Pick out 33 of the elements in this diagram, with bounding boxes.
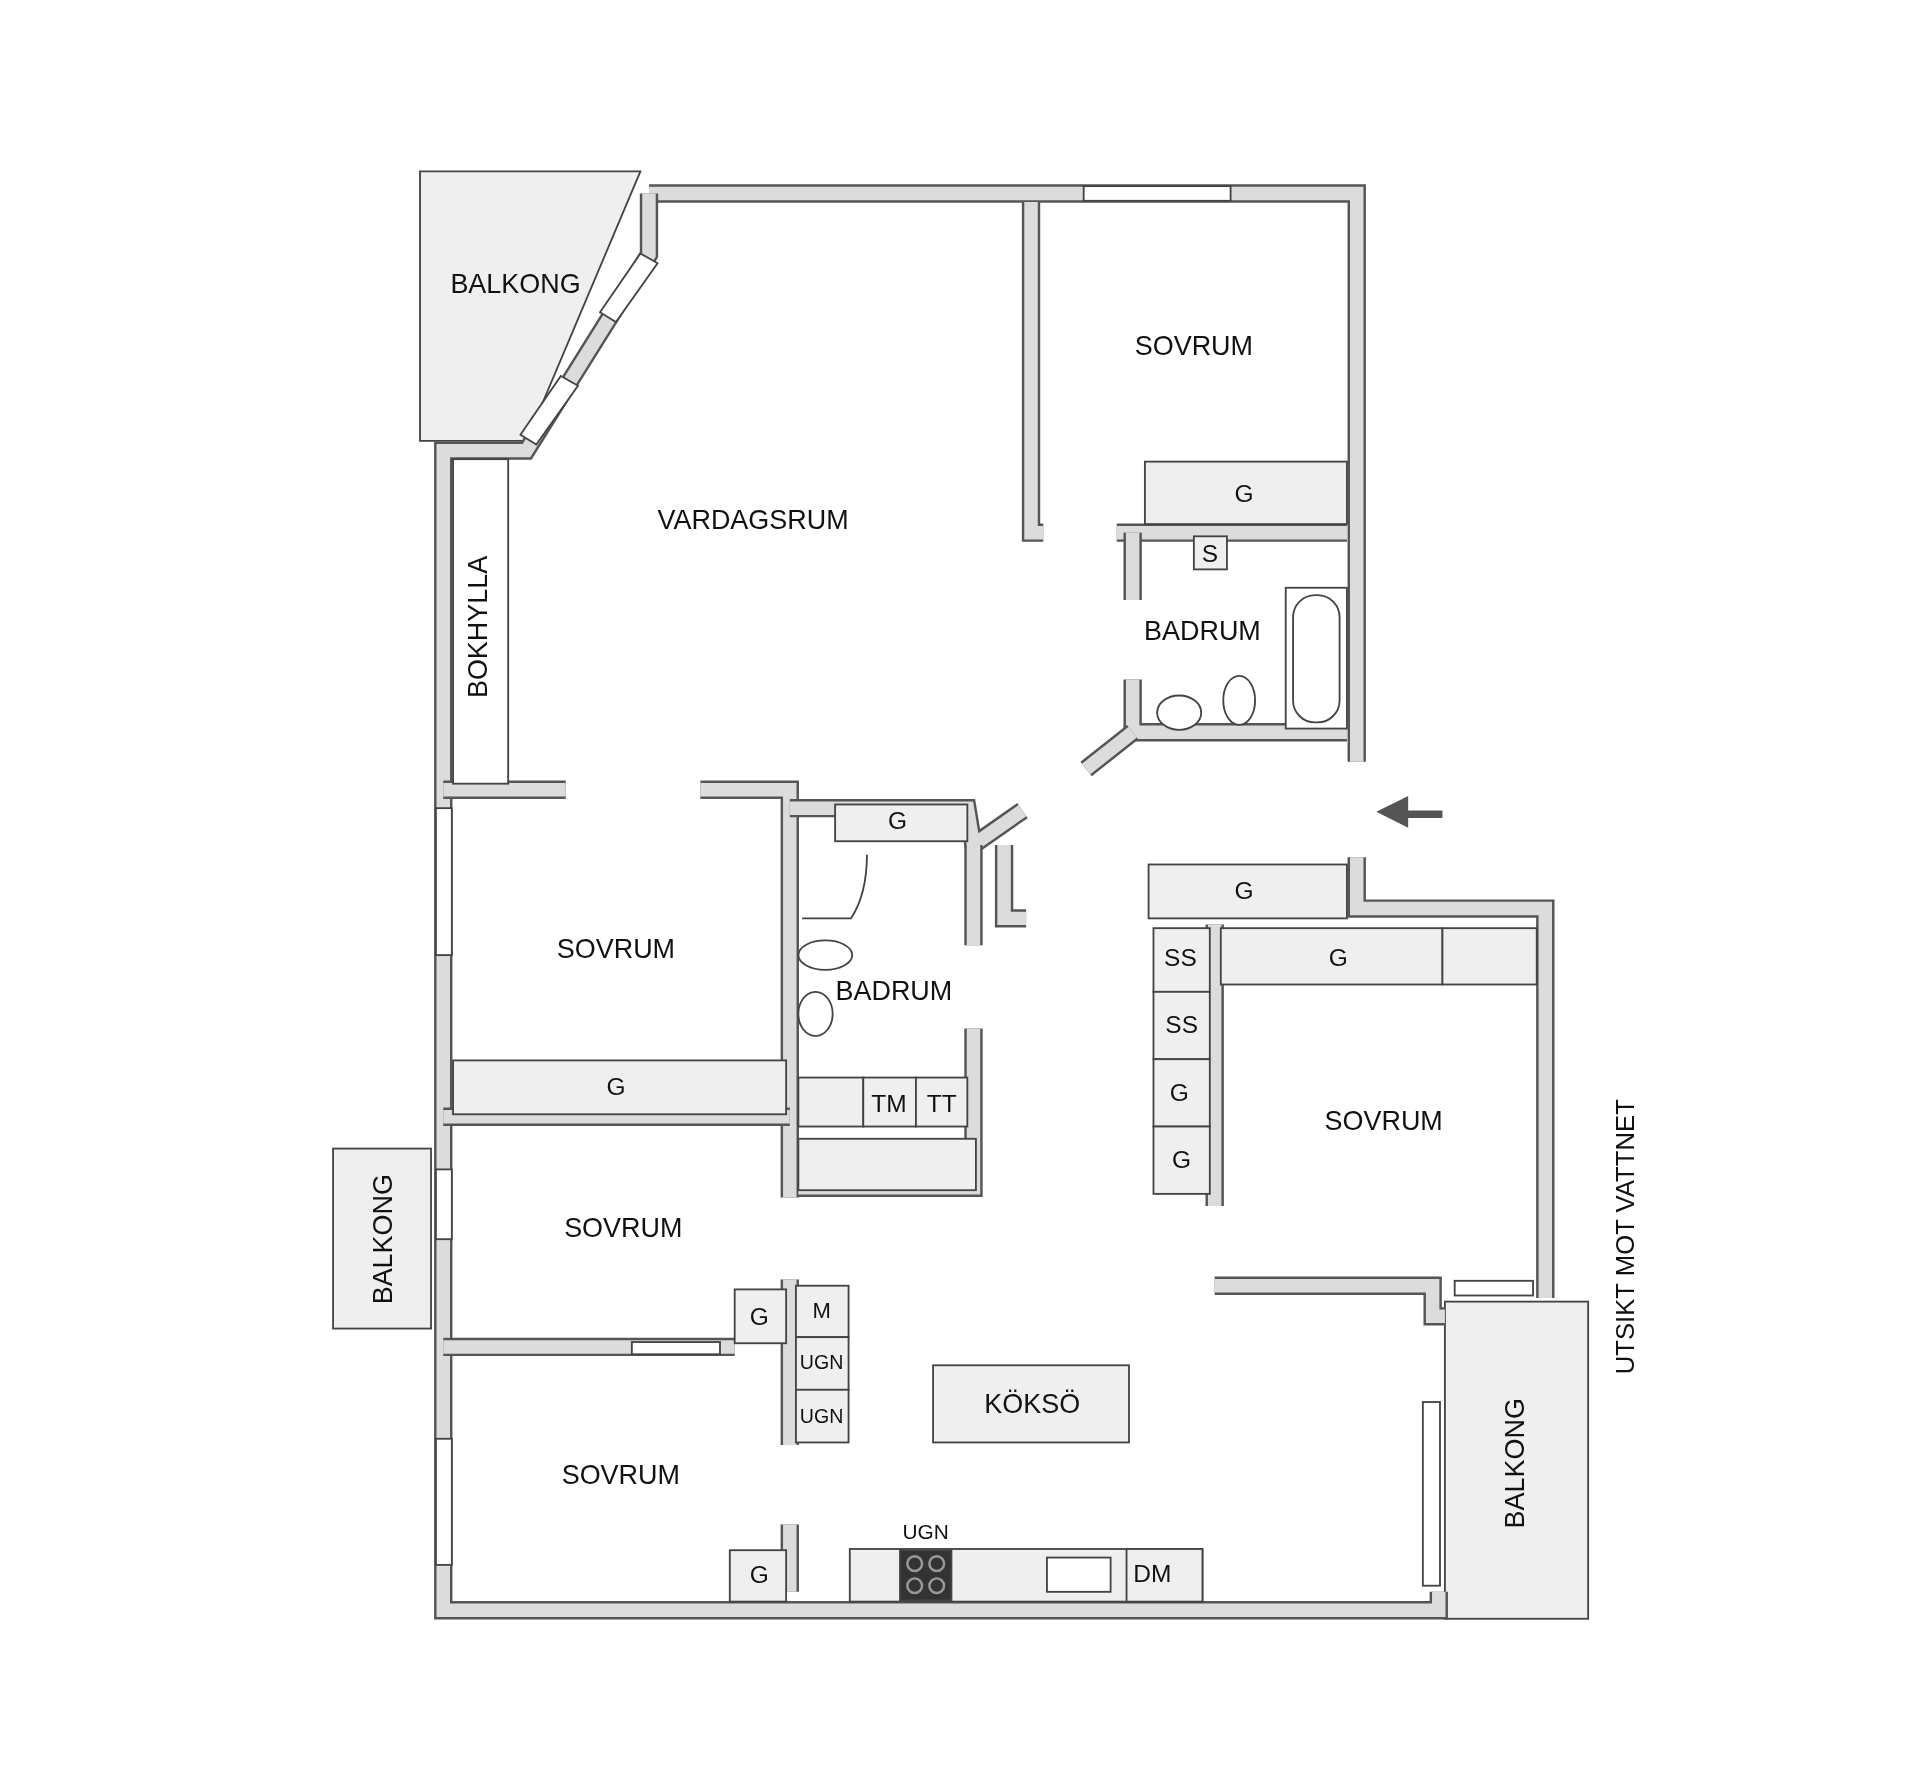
appliance-label: UGN	[902, 1521, 949, 1543]
room-label: BALKONG	[450, 270, 581, 298]
room-label: SOVRUM	[1134, 333, 1253, 360]
closet-label: G	[606, 1073, 626, 1099]
shelf-label: BOKHYLLA	[465, 555, 493, 699]
room-label: BADRUM	[1144, 618, 1261, 646]
room-label: BALKONG	[369, 1174, 397, 1305]
appliance-label: TT	[926, 1091, 957, 1116]
appliance-label: UGN	[799, 1353, 844, 1373]
appliance-label: DM	[1133, 1561, 1172, 1586]
appliance-label: TM	[871, 1091, 907, 1116]
closet-label: G	[749, 1562, 769, 1587]
closet-label: G	[749, 1304, 769, 1329]
room-label: SOVRUM	[556, 935, 676, 963]
room-label: SOVRUM	[561, 1462, 680, 1489]
room-label: SOVRUM	[1324, 1108, 1443, 1136]
room-label: KÖKSÖ	[984, 1391, 1081, 1418]
room-label: BALKONG	[1502, 1398, 1530, 1529]
closet-label: G	[1328, 945, 1348, 970]
appliance-label: M	[812, 1299, 831, 1322]
closet-label: G	[888, 808, 908, 833]
closet-label: G	[1234, 481, 1254, 506]
view-note: UTSIKT MOT VATTNET	[1612, 1099, 1638, 1375]
room-label: SOVRUM	[564, 1214, 683, 1242]
appliance-label: UGN	[799, 1406, 844, 1427]
closet-label: SS	[1164, 945, 1197, 970]
closet-label: G	[1234, 877, 1254, 903]
room-label: VARDAGSRUM	[657, 506, 849, 534]
closet-label: G	[1172, 1147, 1192, 1172]
room-label: BADRUM	[835, 978, 953, 1006]
closet-label: S	[1201, 541, 1218, 566]
closet-label: SS	[1165, 1012, 1198, 1038]
closet-label: G	[1169, 1080, 1189, 1105]
